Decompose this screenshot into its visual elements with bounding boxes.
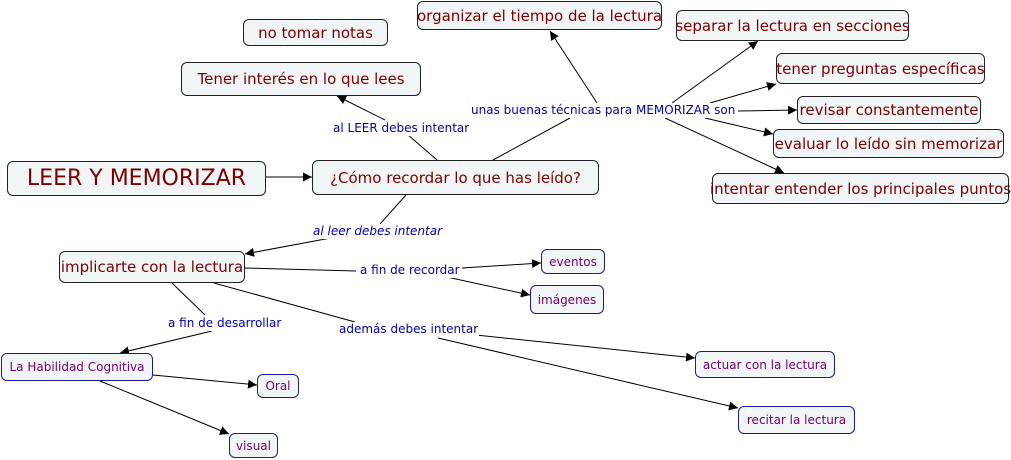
concept-revisar[interactable]: revisar constantemente (797, 96, 981, 124)
link-al-leer-mayus: al LEER debes intentar (332, 121, 471, 136)
link-tecnicas: unas buenas técnicas para MEMORIZAR son (470, 103, 737, 118)
concept-root[interactable]: LEER Y MEMORIZAR (7, 161, 266, 196)
link-al-leer: al leer debes intentar (312, 224, 444, 239)
concept-preguntas[interactable]: tener preguntas específicas (776, 53, 985, 84)
concept-habilidad[interactable]: La Habilidad Cognitiva (1, 353, 153, 381)
concept-oral[interactable]: Oral (257, 374, 299, 398)
concept-no-notas[interactable]: no tomar notas (243, 19, 388, 46)
concept-implicarte[interactable]: implicarte con la lectura (59, 251, 245, 283)
concept-entender[interactable]: intentar entender los principales puntos (710, 173, 1011, 204)
concept-recitar[interactable]: recitar la lectura (738, 406, 855, 434)
concept-eventos[interactable]: eventos (541, 249, 605, 274)
link-fin-recordar: a fin de recordar (359, 263, 461, 278)
concept-actuar[interactable]: actuar con la lectura (695, 351, 835, 378)
link-fin-desarrollar: a fin de desarrollar (167, 316, 283, 331)
concept-separar[interactable]: separar la lectura en secciones (675, 10, 910, 41)
concept-evaluar[interactable]: evaluar lo leído sin memorizar (773, 129, 1004, 158)
concept-organizar[interactable]: organizar el tiempo de la lectura (417, 1, 662, 30)
link-ademas: además debes intentar (338, 322, 480, 337)
concept-imagenes[interactable]: imágenes (530, 285, 604, 314)
concept-interes[interactable]: Tener interés en lo que lees (181, 62, 421, 96)
concept-question[interactable]: ¿Cómo recordar lo que has leído? (312, 160, 599, 195)
concept-visual[interactable]: visual (229, 433, 278, 458)
